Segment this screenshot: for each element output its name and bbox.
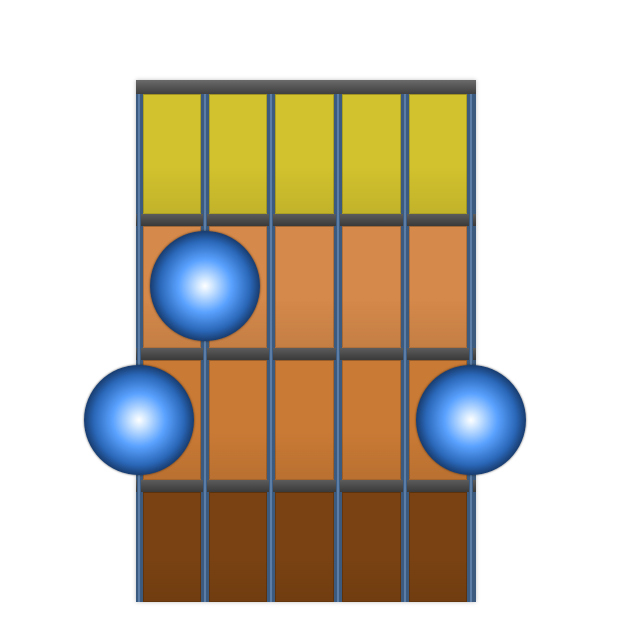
- fret-cell-4-5: [409, 492, 467, 602]
- fret-cell-2-3: [275, 226, 334, 348]
- fret-cell-4-3: [275, 492, 334, 602]
- fret-line-2: [136, 348, 476, 360]
- fret-line-1: [136, 214, 476, 226]
- fret-cell-4-2: [209, 492, 267, 602]
- nut: [136, 80, 476, 94]
- fret-cell-3-2: [209, 360, 267, 480]
- fret-cell-3-4: [342, 360, 401, 480]
- fret-cell-1-2: [209, 94, 267, 214]
- fret-cell-2-5: [409, 226, 467, 348]
- fret-cell-4-4: [342, 492, 401, 602]
- string-6: [469, 94, 473, 602]
- string-1: [137, 94, 141, 602]
- fret-line-3: [136, 480, 476, 492]
- fret-cell-2-4: [342, 226, 401, 348]
- fret-cell-4-1: [143, 492, 201, 602]
- fret-cell-1-3: [275, 94, 334, 214]
- string-5: [403, 94, 407, 602]
- finger-dot-2: [84, 365, 194, 475]
- fret-cell-3-3: [275, 360, 334, 480]
- string-2: [203, 94, 207, 602]
- fret-cell-1-1: [143, 94, 201, 214]
- string-4: [336, 94, 340, 602]
- finger-dot-3: [416, 365, 526, 475]
- string-3: [269, 94, 273, 602]
- fret-cell-1-5: [409, 94, 467, 214]
- finger-dot-1: [150, 231, 260, 341]
- fret-cell-1-4: [342, 94, 401, 214]
